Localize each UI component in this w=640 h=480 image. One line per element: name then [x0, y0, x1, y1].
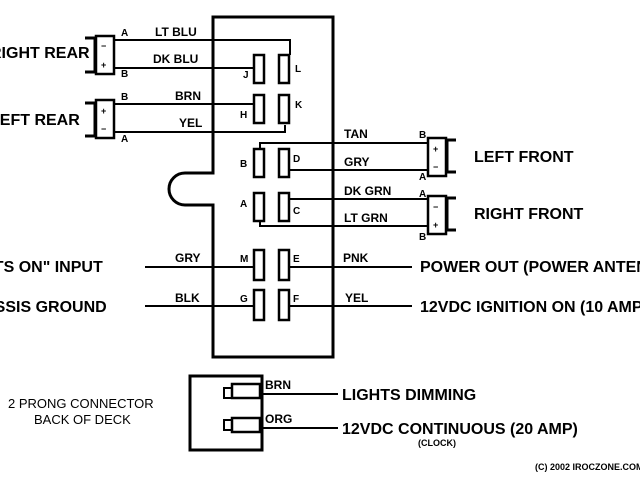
lights-on-input-label: "LIGHTS ON" INPUT: [0, 259, 103, 276]
connector-note-line1: 2 PRONG CONNECTOR: [8, 396, 154, 411]
wire-label-yel-right: YEL: [345, 291, 368, 305]
power-out-label: POWER OUT (POWER ANTENNA): [420, 259, 640, 276]
wire-label-dk-blu: DK BLU: [153, 52, 198, 66]
pin-l: L: [295, 64, 301, 75]
pin-e: E: [293, 254, 300, 265]
wire-label-brn-bottom: BRN: [265, 378, 291, 392]
svg-text:−: −: [433, 202, 438, 212]
svg-text:−: −: [101, 41, 106, 51]
ignition-label: 12VDC IGNITION ON (10 AMP): [420, 299, 640, 316]
wire-label-tan: TAN: [344, 127, 368, 141]
left-rear-label: LEFT REAR: [0, 112, 80, 129]
svg-text:−: −: [101, 124, 106, 134]
wire-label-blk: BLK: [175, 291, 200, 305]
svg-text:+: +: [101, 60, 106, 70]
chassis-ground-label: CHASSIS GROUND: [0, 299, 107, 316]
right-front-label: RIGHT FRONT: [474, 206, 584, 223]
pin-m: M: [240, 254, 248, 265]
right-rear-pin-top: A: [121, 28, 128, 39]
main-connector-housing: [167, 15, 335, 359]
pin-g: G: [240, 294, 248, 305]
left-rear-pin-bottom: A: [121, 134, 128, 145]
left-rear-speaker: LEFT REAR B A + −: [0, 92, 128, 145]
wire-label-org: ORG: [265, 412, 292, 426]
connector-note-line2: BACK OF DECK: [34, 412, 131, 427]
right-front-speaker: RIGHT FRONT A B − +: [419, 189, 584, 243]
two-prong-connector: [188, 374, 264, 452]
left-rear-pin-top: B: [121, 92, 128, 103]
left-front-pin-top: B: [419, 130, 426, 141]
wire-label-pnk: PNK: [343, 251, 369, 265]
svg-text:+: +: [433, 144, 438, 154]
pin-h: H: [240, 110, 247, 121]
wire-label-dk-grn: DK GRN: [344, 184, 391, 198]
pin-c: C: [293, 206, 300, 217]
wire-label-yel-left: YEL: [179, 116, 202, 130]
pin-d: D: [293, 154, 300, 165]
right-front-pin-top: A: [419, 189, 426, 200]
pin-b: B: [240, 159, 247, 170]
lights-dimming-label: LIGHTS DIMMING: [342, 387, 476, 404]
svg-text:+: +: [433, 220, 438, 230]
copyright: (C) 2002 IROCZONE.COM: [535, 462, 640, 472]
wire-label-gry-left: GRY: [175, 251, 201, 265]
right-rear-speaker: RIGHT REAR A B − +: [0, 28, 128, 80]
pin-j: J: [243, 70, 249, 81]
right-rear-pin-bottom: B: [121, 69, 128, 80]
pin-k: K: [295, 100, 303, 111]
right-front-pin-bottom: B: [419, 232, 426, 243]
wire-label-brn: BRN: [175, 89, 201, 103]
left-front-label: LEFT FRONT: [474, 149, 574, 166]
wire-label-gry-right: GRY: [344, 155, 370, 169]
pin-f: F: [293, 294, 299, 305]
left-front-pin-bottom: A: [419, 172, 426, 183]
right-rear-label: RIGHT REAR: [0, 45, 90, 62]
svg-text:−: −: [433, 162, 438, 172]
continuous-label: 12VDC CONTINUOUS (20 AMP): [342, 421, 578, 438]
clock-label: (CLOCK): [418, 438, 456, 448]
wire-label-lt-blu: LT BLU: [155, 25, 197, 39]
pin-a: A: [240, 199, 247, 210]
svg-text:+: +: [101, 106, 106, 116]
wire-label-lt-grn: LT GRN: [344, 211, 388, 225]
left-front-speaker: LEFT FRONT B A + −: [419, 130, 574, 183]
